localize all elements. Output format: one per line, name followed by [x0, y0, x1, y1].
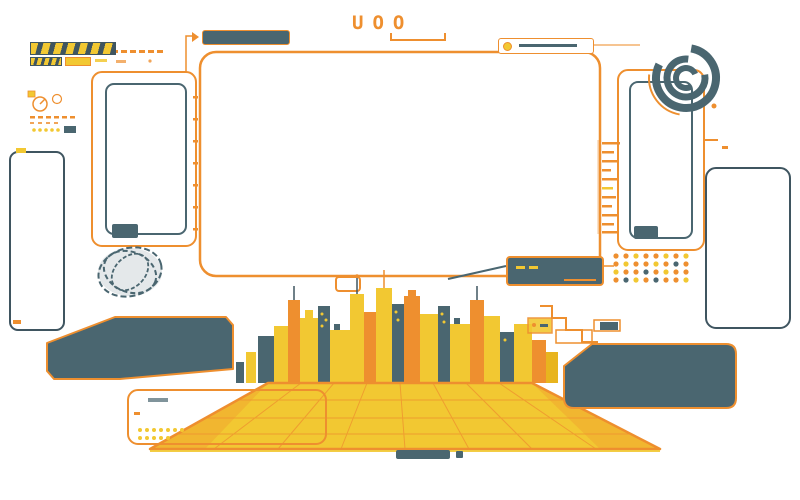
knob-cluster — [27, 90, 93, 134]
hazard-stripes-icon — [30, 42, 116, 55]
status-dash — [529, 266, 538, 269]
footer-nub — [456, 451, 463, 458]
status-dash — [516, 266, 525, 269]
building-windows — [320, 310, 507, 342]
led-matrix-icon — [613, 253, 689, 283]
widget-line — [519, 44, 577, 47]
central-screen — [193, 50, 602, 292]
right-data-strip — [597, 140, 620, 234]
tall-left-panel — [9, 148, 65, 331]
bottom-left-slate-panel — [46, 316, 234, 380]
hazard-chip-solid — [65, 57, 91, 66]
hazard-chip-small — [30, 57, 62, 66]
bottom-left-outline-panel — [127, 389, 327, 445]
footer-bar[interactable] — [396, 450, 450, 459]
city-skyline — [236, 270, 558, 383]
right-panel — [617, 69, 705, 251]
small-marker-box — [527, 317, 553, 334]
spiral-icon — [648, 40, 724, 116]
hazard-dash — [95, 59, 107, 62]
indicator-dot-icon — [503, 42, 512, 51]
screen-connector-box — [335, 276, 361, 292]
logo-underline — [390, 33, 446, 41]
logo-text: UOO — [352, 12, 414, 34]
screen-left-ticks — [193, 96, 198, 231]
staircase-zigzag — [540, 305, 598, 343]
dotted-row — [112, 50, 163, 63]
left-panel — [91, 71, 197, 247]
status-underline — [564, 279, 596, 281]
top-right-widget[interactable] — [498, 38, 594, 54]
scribble-ball-icon — [97, 246, 163, 298]
top-button[interactable] — [202, 30, 290, 45]
bottom-right-slate-panel — [555, 319, 737, 409]
bottom-status-bar[interactable] — [506, 256, 604, 286]
arrow-right-icon — [192, 32, 199, 42]
far-right-panel — [703, 139, 791, 329]
